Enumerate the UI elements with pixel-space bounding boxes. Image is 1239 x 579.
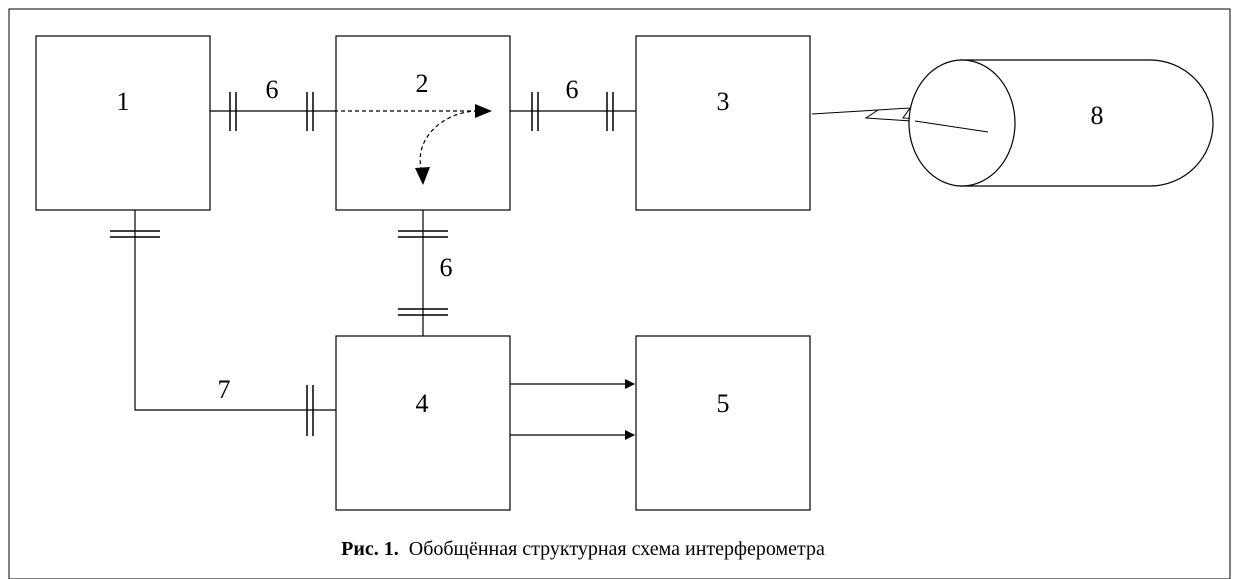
block-1-label: 1 [117,87,130,116]
block-5: 5 [635,335,811,511]
block-2: 2 [334,35,511,211]
block-5-label: 5 [717,389,730,418]
figure-caption: Рис. 1. Обобщённая структурная схема инт… [341,538,825,560]
block-3: 3 [635,35,811,211]
diagram-frame [8,8,1231,579]
block-8-label: 8 [1091,101,1104,130]
caption-label: Рис. 1. [341,538,399,560]
link-2-3: 6 [510,75,636,131]
signal-arrows-4-5 [510,379,635,440]
link-1-2-label: 6 [266,75,279,104]
block-4: 4 [335,335,511,511]
link-2-4-label: 6 [440,253,453,282]
beam-reflect-arrow [419,110,479,173]
link-1-4: 7 [110,210,336,436]
block-4-label: 4 [416,389,429,418]
link-1-2: 6 [210,75,336,131]
link-2-3-label: 6 [566,75,579,104]
link-1-4-label: 7 [218,375,231,404]
caption-text: Обобщённая структурная схема интерфероме… [409,538,825,560]
block-2-label: 2 [416,69,429,98]
block-1: 1 [35,35,211,211]
block-3-label: 3 [717,87,730,116]
link-2-4: 6 [398,210,453,336]
cylinder-8: 8 [908,59,1214,187]
beam-through-arrowhead [475,104,492,118]
beam-reflect-arrowhead [415,167,430,185]
